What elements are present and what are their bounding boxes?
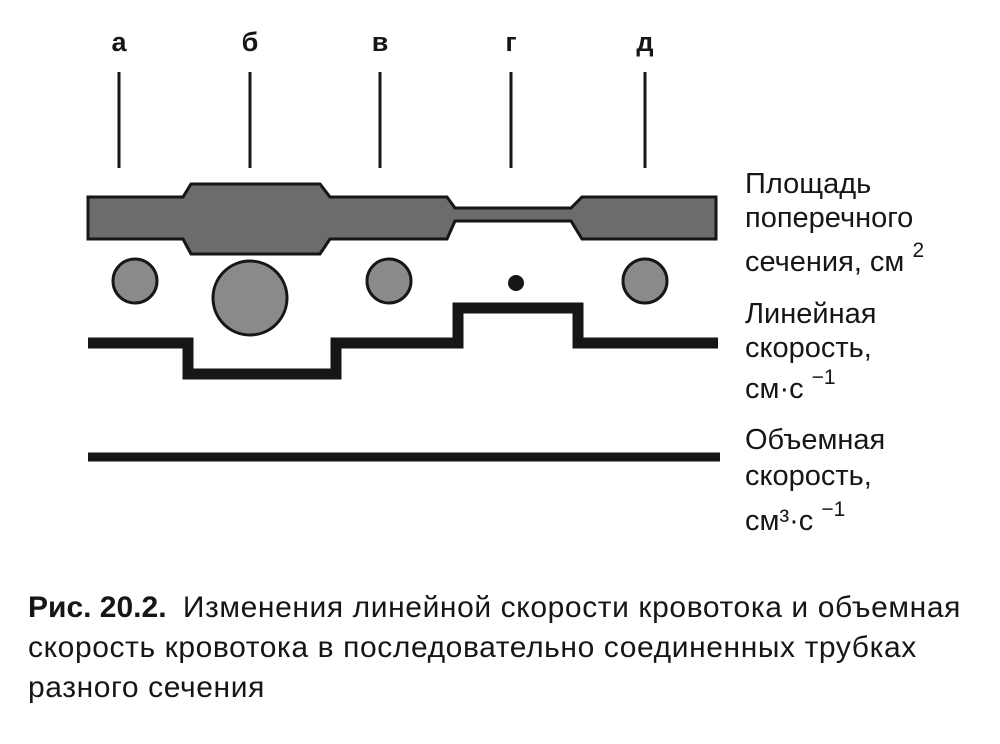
cross-section-circle-b <box>211 259 289 337</box>
figure-caption-text: Изменения линейной скорости кровотока и … <box>28 591 961 704</box>
cross-section-circle-g <box>508 275 524 291</box>
figure-caption-number: Рис. 20.2. <box>28 591 167 624</box>
label-linear-velocity: Линейная скорость, см·с −1 <box>745 298 884 405</box>
cross-section-circle-v <box>365 257 413 305</box>
label-linear-velocity-superscript: −1 <box>812 366 836 389</box>
label-linear-velocity-line-2: скорость, <box>745 332 872 364</box>
label-volume-velocity-superscript: −1 <box>821 498 845 521</box>
label-volume-velocity: Объемная скорость, см³·с −1 <box>745 424 893 537</box>
label-cross-section-superscript: 2 <box>912 239 924 262</box>
label-volume-velocity-line-2: скорость, <box>745 460 872 492</box>
figure-caption: Рис. 20.2. Изменения линейной скорости к… <box>28 588 978 708</box>
tube-cross-section-profile <box>86 182 718 256</box>
label-volume-velocity-line-1: Объемная <box>745 424 885 456</box>
label-linear-velocity-line-3: см·с <box>745 373 804 405</box>
linear-velocity-line <box>88 302 718 380</box>
label-cross-section-area: Площадь поперечного сечения, см 2 <box>745 168 924 278</box>
label-cross-section-line-2: поперечного <box>745 202 913 234</box>
label-linear-velocity-line-1: Линейная <box>745 298 876 330</box>
section-label-v: в <box>372 27 389 57</box>
section-label-b: б <box>242 27 259 57</box>
cross-section-circle-a <box>111 257 159 305</box>
label-cross-section-line-1: Площадь <box>745 168 871 200</box>
section-label-g: г <box>505 27 516 57</box>
section-marker-lines <box>117 72 647 168</box>
cross-section-circle-d <box>621 257 669 305</box>
section-label-d: д <box>636 27 653 57</box>
label-volume-velocity-line-3: см³·с <box>745 505 813 537</box>
section-label-a: а <box>111 27 127 57</box>
label-cross-section-line-3: сечения, см <box>745 246 904 278</box>
